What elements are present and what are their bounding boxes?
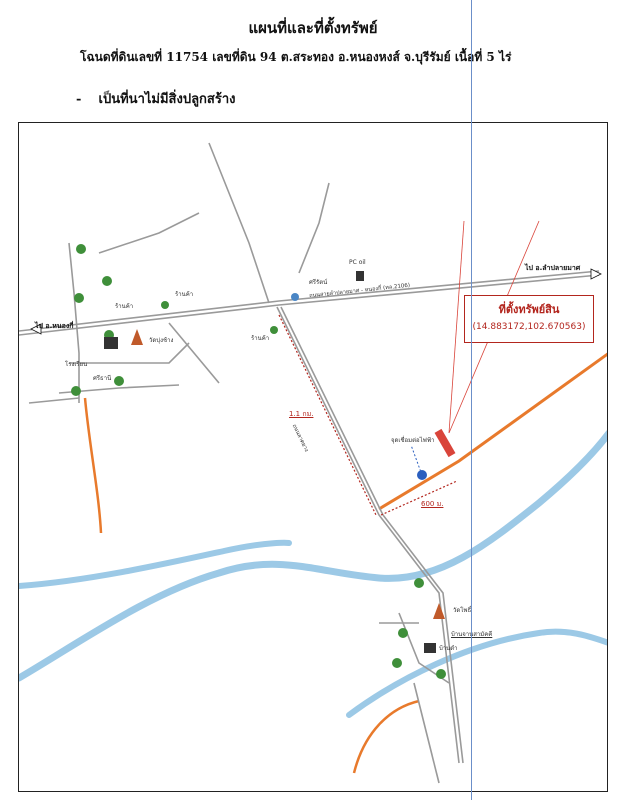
- building-right-icon: [424, 643, 436, 653]
- asset-title: ที่ตั้งทรัพย์สิน: [498, 303, 560, 316]
- orange-road-bottom: [352, 699, 420, 774]
- hospital-right-label: บ้านดำ: [439, 645, 458, 652]
- river-left: [19, 539, 292, 589]
- tree-icons: [71, 244, 446, 679]
- distance-line-asset: [380, 480, 458, 516]
- shop3-label: ศรีรัตน์: [309, 279, 328, 286]
- shop4-label: ร้านค้า: [251, 335, 270, 342]
- river-lower: [19, 430, 607, 682]
- map-frame[interactable]: ไป อ.หนองกี่ ไป อ.ลำปลายมาศ ถนนสายลำปลาย…: [18, 122, 608, 792]
- pc-oil-label: PC oil: [349, 259, 366, 266]
- river-bottom: [346, 628, 607, 718]
- distance-line-side-road: [278, 314, 377, 516]
- map-canvas[interactable]: [19, 123, 608, 792]
- school-left-icon: [104, 337, 118, 349]
- scan-vertical-line: [471, 0, 472, 800]
- land-note-text: เป็นที่นาไม่มีสิ่งปลูกสร้าง: [98, 92, 236, 107]
- shop1-label: ร้านค้า: [115, 303, 134, 310]
- direction-left-label: ไป อ.หนองกี่: [35, 322, 74, 330]
- temple-left-icon: [131, 329, 143, 345]
- land-note: - เป็นที่นาไม่มีสิ่งปลูกสร้าง: [76, 88, 235, 109]
- arrow-right-icon: [590, 268, 602, 280]
- electric-point-label: จุดเชื่อมต่อไฟฟ้า: [391, 437, 435, 444]
- side-road-distance: 1.1 กม.: [289, 410, 314, 418]
- deed-description: โฉนดที่ดินเลขที่ 11754 เลขที่ดิน 94 ต.สร…: [80, 50, 512, 64]
- asset-leader-line: [448, 220, 465, 434]
- asset-coordinates: (14.883172,102.670563): [472, 322, 586, 332]
- shop5-label: ศรีธานี: [93, 375, 112, 382]
- asset-callout[interactable]: ที่ตั้งทรัพย์สิน (14.883172,102.670563): [464, 295, 594, 343]
- direction-right-label: ไป อ.ลำปลายมาศ: [525, 264, 581, 272]
- school-left-label: โรงเรียน: [65, 361, 88, 368]
- arrow-left-icon: [30, 323, 42, 335]
- bullet-dash: -: [76, 92, 82, 107]
- temple-left-label: วัดบุ่งช้าง: [149, 337, 174, 344]
- temple-right-icon: [433, 603, 445, 619]
- orange-road-left: [83, 397, 103, 534]
- page-title: แผนที่และที่ตั้งทรัพย์: [248, 19, 378, 37]
- landmark-pin-icon: [291, 293, 299, 301]
- local-roads: [19, 142, 600, 784]
- asset-marker[interactable]: [434, 428, 456, 458]
- temple-right-label: วัดโพธิ์: [453, 607, 472, 614]
- shop2-label: ร้านค้า: [175, 291, 194, 298]
- orange-road-right: [378, 352, 607, 511]
- asset-distance: 600 ม.: [421, 500, 444, 508]
- gas-station-icon: [356, 271, 364, 281]
